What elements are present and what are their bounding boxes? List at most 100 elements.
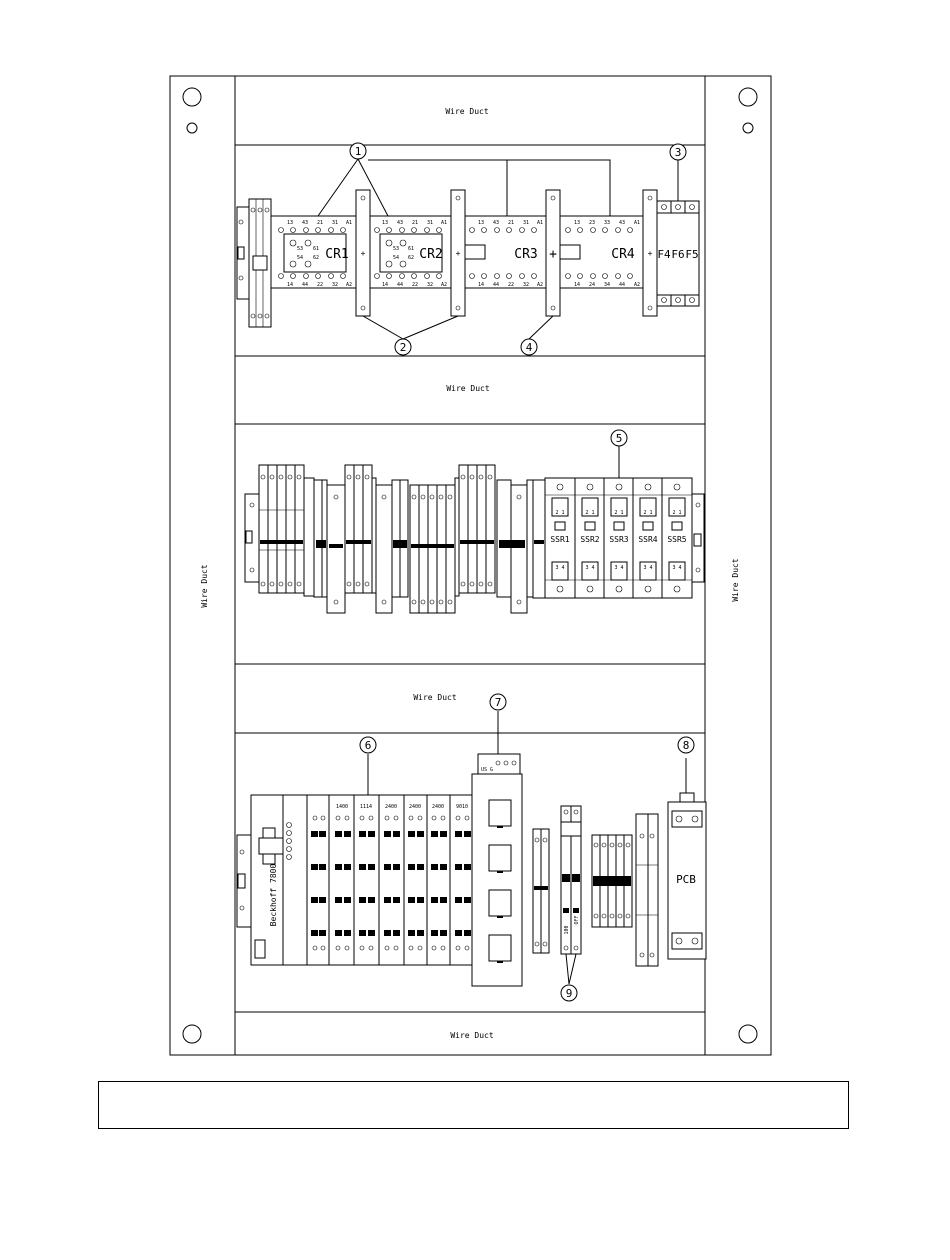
mounting-hole <box>742 122 754 134</box>
svg-text:5: 5 <box>616 432 623 445</box>
ssr-top-terminals: 2 1 <box>614 510 623 516</box>
terminal-label: 44 <box>493 282 499 288</box>
ssr-bank: 2 1 SSR1 3 4 2 1 SSR2 3 4 2 1 SSR3 3 4 <box>544 477 693 599</box>
ethernet-port <box>488 799 512 827</box>
terminal-label: A1 <box>346 220 352 226</box>
callout-4: 4 <box>520 338 538 356</box>
terminal-label: 31 <box>427 220 433 226</box>
terminal-label: 53 <box>297 246 303 252</box>
wire-duct-mid2-label: Wire Duct <box>413 693 457 702</box>
relay-label: CR4 <box>611 247 635 262</box>
terminal-label: 23 <box>589 220 595 226</box>
ssr-top-terminals: 2 1 <box>555 510 564 516</box>
terminal-label: 13 <box>574 220 580 226</box>
terminal-label: 14 <box>478 282 484 288</box>
terminal-label: 43 <box>493 220 499 226</box>
terminal-label: 44 <box>619 282 625 288</box>
terminal-label: 32 <box>332 282 338 288</box>
terminal-label: 54 <box>297 255 303 261</box>
callout-7: 7 <box>489 693 507 711</box>
wire-duct-mid1-label: Wire Duct <box>446 384 490 393</box>
ssr-label: SSR4 <box>638 535 657 544</box>
wire-duct-left-label: Wire Duct <box>200 564 209 608</box>
io-module-label: 2400 <box>409 804 421 810</box>
io-module-label: 2400 <box>385 804 397 810</box>
ssr-top-terminals: 2 1 <box>643 510 652 516</box>
ssr-1: 2 1 SSR1 3 4 <box>550 497 570 581</box>
relay-cr2: CR2 13 43 21 31 A1 14 44 22 32 A2 53 54 … <box>369 215 452 289</box>
terminal-label: 43 <box>619 220 625 226</box>
svg-text:+: + <box>549 247 557 262</box>
terminal-label: 61 <box>408 246 414 252</box>
callout-5: 5 <box>610 429 628 447</box>
relay-label: CR3 <box>514 247 537 262</box>
controller-label: Beckhoff 7800 <box>269 864 278 927</box>
ssr-4: 2 1 SSR4 3 4 <box>638 497 658 581</box>
ssr-bottom-terminals: 3 4 <box>555 565 564 571</box>
mounting-hole <box>182 1024 202 1044</box>
terminal-label: 22 <box>412 282 418 288</box>
ssr-bottom-terminals: 3 4 <box>585 565 594 571</box>
svg-text:+: + <box>456 249 461 258</box>
terminal-label: 14 <box>382 282 388 288</box>
terminal-label: 34 <box>604 282 610 288</box>
fuse-label: F4 <box>657 248 671 261</box>
callout-9: 9 <box>560 984 578 1002</box>
fuse-label: F6 <box>671 248 684 261</box>
pcb-label: PCB <box>676 873 696 886</box>
callout-2: 2 <box>394 338 412 356</box>
terminal-group <box>258 464 305 594</box>
terminal-label: 21 <box>508 220 514 226</box>
terminal-label: 43 <box>397 220 403 226</box>
callout-1: 1 <box>349 142 367 160</box>
mounting-hole <box>738 87 758 107</box>
terminal-label: 13 <box>287 220 293 226</box>
io-terminals <box>311 815 471 951</box>
io-module-label: 9010 <box>456 804 468 810</box>
terminal-label: 62 <box>408 255 414 261</box>
terminal-label: 43 <box>302 220 308 226</box>
terminal-label: 21 <box>412 220 418 226</box>
svg-text:9: 9 <box>566 987 573 1000</box>
switch-label: US G <box>481 767 493 773</box>
callout-6: 6 <box>359 736 377 754</box>
terminal-label: 22 <box>317 282 323 288</box>
terminal-label: A1 <box>537 220 543 226</box>
relay-label: CR1 <box>325 247 348 262</box>
terminal-label: 22 <box>508 282 514 288</box>
pcb-board: PCB <box>667 758 707 960</box>
terminal-screws <box>260 474 522 605</box>
svg-text:4: 4 <box>526 341 533 354</box>
io-module-label: 1400 <box>336 804 348 810</box>
ssr-2: 2 1 SSR2 3 4 <box>580 497 600 581</box>
ssr-bottom-terminals: 3 4 <box>614 565 623 571</box>
terminal-label: 13 <box>478 220 484 226</box>
mounting-hole <box>738 1024 758 1044</box>
fuse-terminal-group <box>591 834 633 928</box>
terminal-label: 31 <box>523 220 529 226</box>
mounting-hole <box>182 87 202 107</box>
ssr-3: 2 1 SSR3 3 4 <box>609 497 629 581</box>
ssr-bottom-terminals: 3 4 <box>643 565 652 571</box>
ssr-top-terminals: 2 1 <box>672 510 681 516</box>
ssr-label: SSR5 <box>667 535 686 544</box>
terminal-label: 44 <box>302 282 308 288</box>
terminal-label: 32 <box>427 282 433 288</box>
ethernet-switch: US G <box>471 711 523 987</box>
svg-text:8: 8 <box>683 739 690 752</box>
terminal-label: 32 <box>523 282 529 288</box>
terminal-label: 54 <box>393 255 399 261</box>
svg-text:7: 7 <box>495 696 502 709</box>
io-module-label: 2400 <box>432 804 444 810</box>
mounting-hole <box>186 122 198 134</box>
callout-3: 3 <box>669 143 687 161</box>
terminal-label: A2 <box>346 282 352 288</box>
ethernet-port <box>488 934 512 962</box>
terminal-label: A2 <box>634 282 640 288</box>
svg-text:6: 6 <box>365 739 372 752</box>
mounting-holes <box>182 87 758 1044</box>
io-module-bank: 1400 1114 2400 2400 2400 9010 <box>306 794 478 966</box>
terminal-label: 53 <box>393 246 399 252</box>
terminal-label: 14 <box>287 282 293 288</box>
